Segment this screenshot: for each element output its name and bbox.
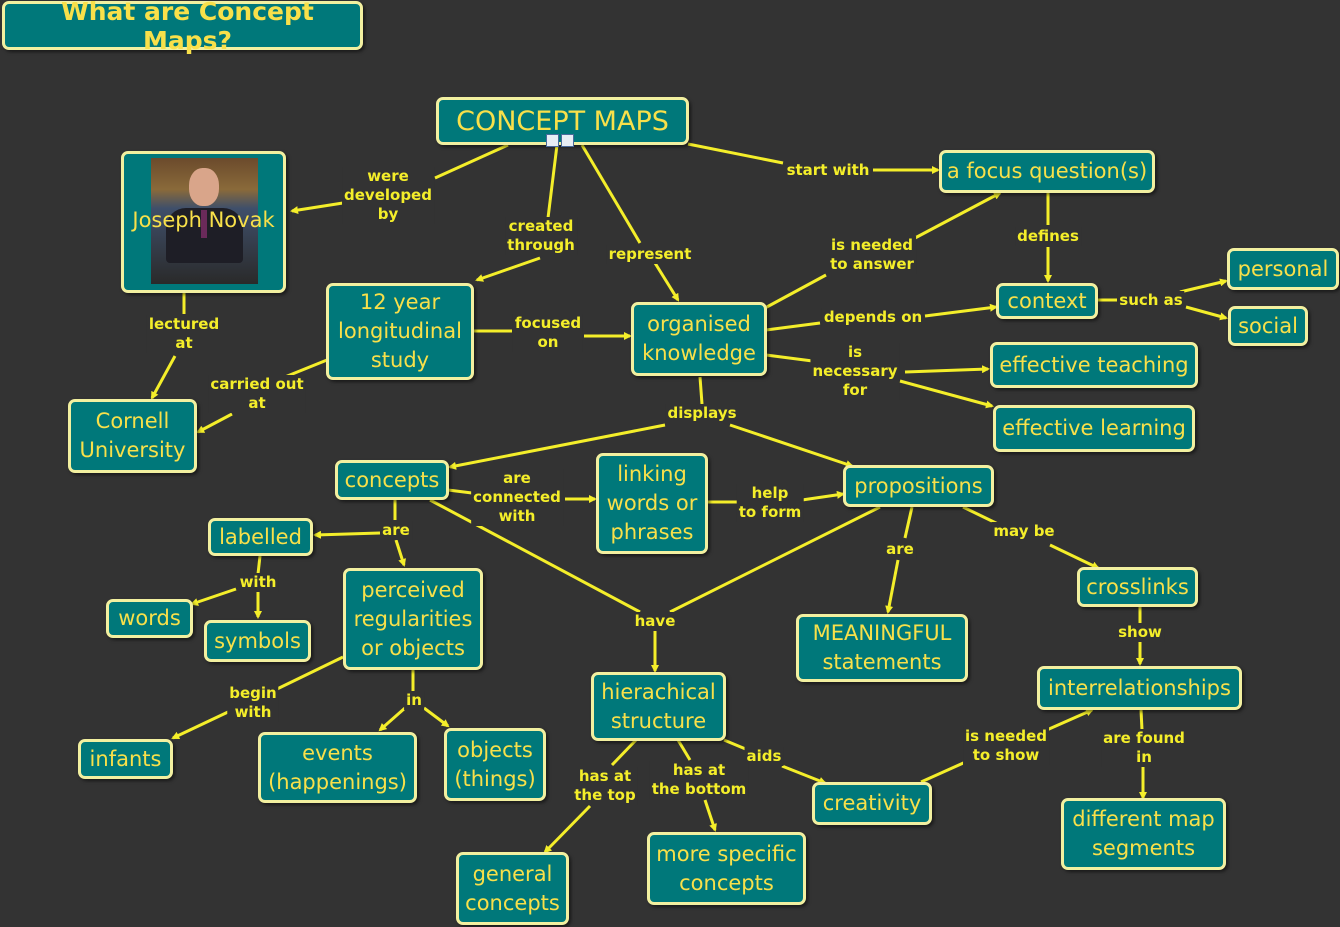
link-label-created-through: created through xyxy=(505,217,577,255)
node-concepts[interactable]: concepts xyxy=(335,460,449,500)
node-propositions[interactable]: propositions xyxy=(843,465,994,507)
node-infants[interactable]: infants xyxy=(78,739,173,779)
node-meaningful-statements[interactable]: MEANINGFUL statements xyxy=(796,614,968,682)
node-creativity[interactable]: creativity xyxy=(812,782,932,825)
link-label-are-propositions: are xyxy=(884,540,916,559)
node-specific-concepts[interactable]: more specific concepts xyxy=(647,832,806,905)
link-label-represent: represent xyxy=(606,245,694,264)
link-label-depends-on: depends on xyxy=(821,308,925,327)
link-label-in: in xyxy=(404,691,424,710)
link-label-has-at-the-bottom: has at the bottom xyxy=(649,761,749,799)
node-objects[interactable]: objects (things) xyxy=(444,728,546,801)
node-general-concepts[interactable]: general concepts xyxy=(456,852,569,925)
attachment-icons[interactable] xyxy=(546,134,574,147)
node-interrelationships[interactable]: interrelationships xyxy=(1037,666,1242,710)
link-label-are-concepts: are xyxy=(380,521,412,540)
node-crosslinks[interactable]: crosslinks xyxy=(1077,567,1198,607)
node-focus-question[interactable]: a focus question(s) xyxy=(939,150,1155,193)
node-hierarchical-structure[interactable]: hierachical structure xyxy=(591,672,726,741)
node-effective-learning[interactable]: effective learning xyxy=(993,405,1195,452)
link-label-lectured-at: lectured at xyxy=(146,315,222,353)
node-events[interactable]: events (happenings) xyxy=(258,732,417,803)
node-organised-knowledge[interactable]: organised knowledge xyxy=(631,302,767,376)
image-icon[interactable] xyxy=(546,134,559,147)
link-label-has-at-the-top: has at the top xyxy=(572,767,638,805)
node-effective-teaching[interactable]: effective teaching xyxy=(990,342,1198,388)
link-label-are-connected-with: are connected with xyxy=(471,469,563,526)
link-label-help-to-form: help to form xyxy=(736,484,804,522)
link-label-displays: displays xyxy=(665,404,739,423)
node-context[interactable]: context xyxy=(996,283,1098,319)
node-joseph-novak[interactable]: Joseph Novak xyxy=(121,151,286,293)
page-title: What are Concept Maps? xyxy=(2,0,363,55)
link-label-is-needed-to-answer: is needed to answer xyxy=(828,236,916,274)
node-cornell-university[interactable]: Cornell University xyxy=(68,399,197,473)
node-joseph-novak-label: Joseph Novak xyxy=(132,208,275,232)
link-label-begin-with: begin with xyxy=(227,684,279,722)
node-longitudinal-study[interactable]: 12 year longitudinal study xyxy=(326,283,474,380)
document-icon[interactable] xyxy=(561,134,574,147)
link-label-may-be: may be xyxy=(991,522,1057,541)
node-personal[interactable]: personal xyxy=(1227,248,1339,290)
link-label-carried-out-at: carried out at xyxy=(208,375,306,413)
link-label-focused-on: focused on xyxy=(512,314,584,352)
link-label-with: with xyxy=(237,573,279,592)
node-labelled[interactable]: labelled xyxy=(208,518,313,556)
node-linking-words[interactable]: linking words or phrases xyxy=(596,453,708,554)
link-label-were-developed-by: were developed by xyxy=(342,167,434,224)
link-label-aids: aids xyxy=(744,747,784,766)
link-label-is-needed-to-show: is needed to show xyxy=(963,727,1049,765)
node-different-map-segments[interactable]: different map segments xyxy=(1061,798,1226,870)
link-label-show: show xyxy=(1116,623,1164,642)
novak-photo xyxy=(151,158,258,284)
link-label-is-necessary-for: is necessary for xyxy=(810,343,900,400)
link-label-start-with: start with xyxy=(784,161,872,180)
node-social[interactable]: social xyxy=(1228,306,1308,346)
link-label-have: have xyxy=(632,612,678,631)
node-perceived-regularities[interactable]: perceived regularities or objects xyxy=(343,568,483,670)
link-label-defines: defines xyxy=(1015,227,1081,246)
node-symbols[interactable]: symbols xyxy=(204,620,311,662)
link-label-such-as: such as xyxy=(1117,291,1185,310)
link-label-are-found-in: are found in xyxy=(1101,729,1187,767)
node-words[interactable]: words xyxy=(106,599,193,638)
